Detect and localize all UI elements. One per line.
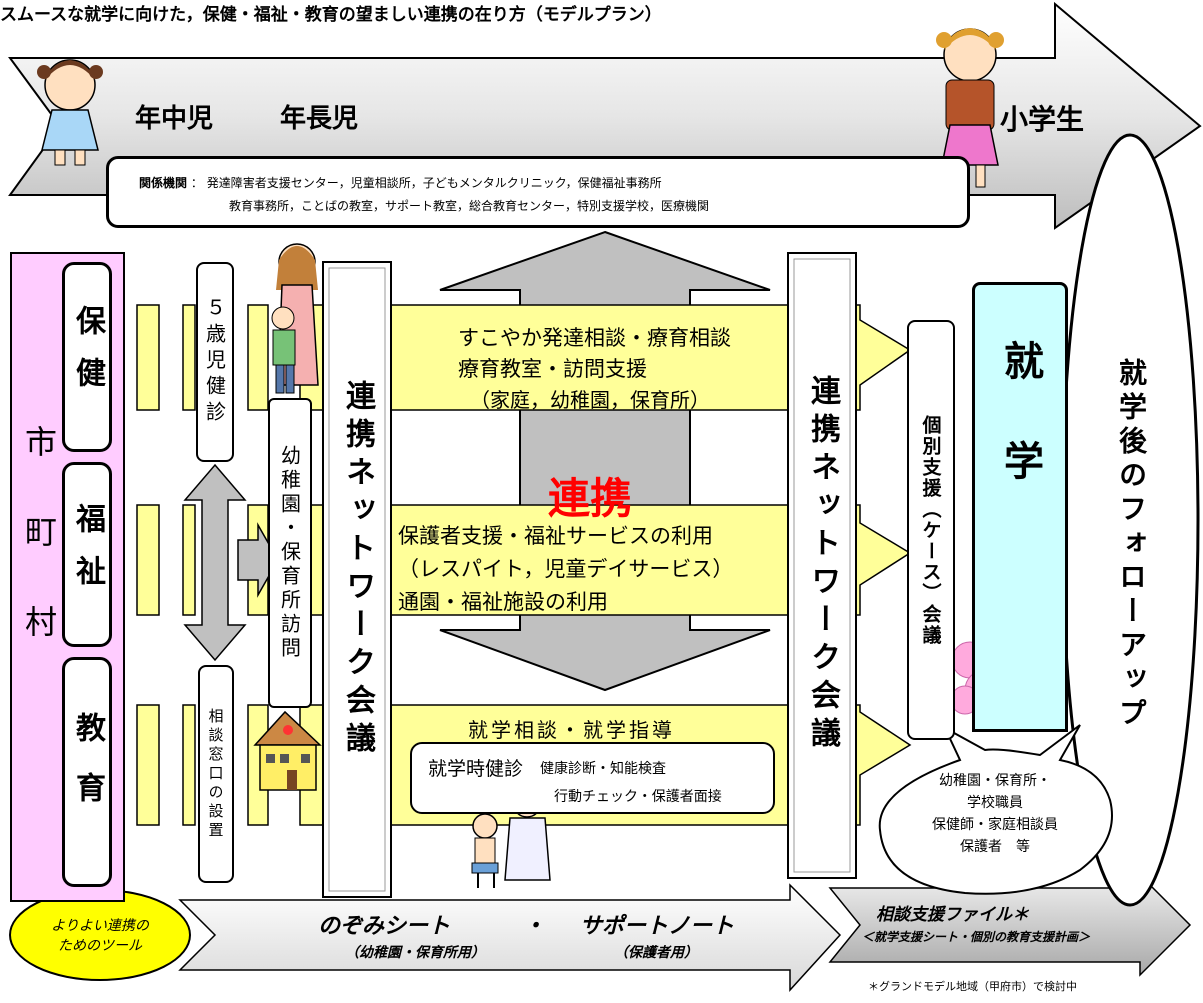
- band-welfare-line1: 保護者支援・福祉サービスの利用: [398, 524, 713, 548]
- cooperation-label: 連携: [548, 474, 633, 523]
- school-checkup-detail2: 行動チェック・保護者面接: [554, 789, 722, 805]
- dept-welfare: 福祉: [62, 462, 112, 647]
- related-orgs-line2: 教育事務所，ことばの教室，サポート教室，総合教育センター，特別支援学校，医療機関: [229, 199, 710, 213]
- kindergarten-icon: [253, 710, 322, 791]
- school-checkup-detail1: 健康診断・知能検査: [540, 761, 666, 777]
- nozomi-sheet-sub: （幼稚園・保育所用）: [345, 945, 485, 961]
- network-right-frame: [787, 252, 857, 879]
- school-checkup-title: 就学時健診: [428, 758, 524, 780]
- band-health-line2: 療育教室・訪問支援: [458, 357, 647, 381]
- stage-elementary: 小学生: [1000, 103, 1085, 136]
- tools-badge-text: よりよい連携の ためのツール: [20, 916, 180, 956]
- checkup-5yo-box: ５歳児健診: [196, 262, 234, 462]
- support-note: サポートノート: [580, 914, 735, 939]
- members-line4: 保護者 等: [960, 839, 1030, 855]
- dept-health: 保健: [62, 262, 112, 452]
- support-note-sub: （保護者用）: [614, 945, 698, 961]
- page-title: スムースな就学に向けた，保健・福祉・教育の望ましい連携の在り方（モデルプラン）: [0, 5, 662, 25]
- marker-health-2: [182, 304, 196, 411]
- band-welfare-line2: （レスパイト，児童デイサービス）: [398, 557, 734, 581]
- stage-senior-kindergarten: 年長児: [280, 104, 359, 134]
- dept-education: 教育: [62, 657, 112, 887]
- footnote: ＊グランドモデル地域（甲府市）で検討中: [868, 980, 1077, 993]
- band-health-line3: （家庭，幼稚園，保育所）: [470, 388, 710, 412]
- enrollment-box: [972, 282, 1068, 732]
- enrollment-label: 就学: [997, 340, 1043, 540]
- marker-welfare-1: [136, 504, 160, 616]
- followup-label: 就学後のフォローアップ: [1115, 358, 1148, 732]
- tools-arrow: [178, 883, 842, 992]
- related-orgs-text1: 発達障害者支援センター，児童相談所，子どもメンタルクリニック，保健福祉事務所: [206, 176, 662, 190]
- related-orgs-box: 関係機関 ： 発達障害者支援センター，児童相談所，子どもメンタルクリニック，保健…: [106, 156, 970, 228]
- related-orgs-sep: ：: [190, 176, 203, 190]
- marker-health-1: [136, 304, 160, 411]
- marker-edu-1: [136, 704, 160, 826]
- tools-badge-line1: よりよい連携の: [51, 918, 149, 934]
- members-line3: 保健師・家庭相談員: [932, 817, 1058, 833]
- checkup-double-arrow: [183, 463, 247, 662]
- mother-child-icon: [271, 243, 319, 394]
- marker-health-3: [247, 304, 269, 411]
- stage-middle-kindergarten: 年中児: [135, 104, 214, 134]
- related-orgs-line1: 関係機関 ： 発達障害者支援センター，児童相談所，子どもメンタルクリニック，保健…: [139, 174, 662, 191]
- case-meeting-box: 個別支援（ケース）会議: [907, 320, 955, 740]
- tools-badge-line2: ためのツール: [58, 938, 142, 954]
- school-checkup-box: 就学時健診 健康診断・知能検査 行動チェック・保護者面接: [410, 742, 775, 814]
- band-health: [299, 304, 912, 411]
- visit-kindergarten-box: 幼稚園・保育所訪問: [268, 398, 312, 708]
- related-orgs-label: 関係機関: [139, 176, 188, 190]
- marker-edu-2: [182, 704, 196, 826]
- consult-file-title: 相談支援ファイル＊: [876, 905, 1029, 925]
- tools-separator: ・: [523, 914, 546, 939]
- members-line1: 幼稚園・保育所・: [939, 773, 1051, 789]
- members-text: 幼稚園・保育所・ 学校職員 保健師・家庭相談員 保護者 等: [905, 770, 1085, 858]
- band-welfare: [299, 504, 912, 616]
- consult-file-sub: ＜就学支援シート・個別の教育支援計画＞: [862, 930, 1091, 944]
- network-meeting-right: 連携ネットワーク会議: [805, 375, 840, 755]
- marker-welfare-2: [182, 504, 196, 616]
- child-left-icon: [37, 59, 103, 166]
- members-bubble: [878, 724, 1113, 895]
- nozomi-sheet: のぞみシート: [318, 914, 451, 939]
- band-education-heading: 就学相談・就学指導: [468, 718, 675, 742]
- band-welfare-line3: 通園・福祉施設の利用: [398, 590, 608, 614]
- municipality-label: 市町村: [20, 425, 58, 695]
- network-left-frame: [322, 261, 392, 898]
- members-line2: 学校職員: [967, 795, 1023, 811]
- band-health-line1: すこやか発達相談・療育相談: [458, 326, 731, 350]
- cooperation-double-arrow: [439, 230, 771, 692]
- consult-window-box: 相談窓口の設置: [198, 665, 234, 883]
- network-meeting-left: 連携ネットワーク会議: [340, 380, 375, 760]
